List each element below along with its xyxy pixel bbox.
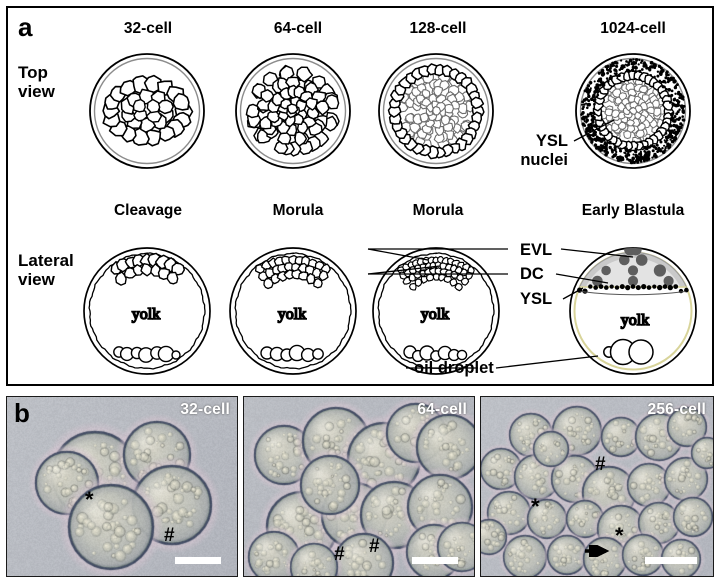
row-label-top-view: Top view [18, 63, 55, 101]
micrograph-64-cell-canvas [244, 397, 474, 576]
label-ysl-nuclei: YSL nuclei [512, 132, 568, 170]
panel-b-letter: b [14, 398, 30, 428]
svg-text:yolk: yolk [132, 306, 160, 323]
svg-text:yolk: yolk [421, 306, 449, 323]
panel-b: b 32-cell * # 64-cell # # 256-cell * # * [6, 396, 714, 577]
panel-a: a Top view Lateral view 32-cell 64-cell … [6, 6, 714, 386]
micrograph-label-64-cell: 64-cell [417, 401, 467, 418]
hash-marker-2-1: # [595, 454, 606, 475]
row-label-lateral-line2: view [18, 270, 55, 289]
label-ysl-nuclei-line2: nuclei [520, 151, 568, 169]
stage-title-cleavage: Cleavage [113, 202, 183, 219]
label-ysl: YSL [520, 290, 553, 308]
panel-a-drawings: yolk yolk yolk yolk [83, 53, 697, 375]
hash-marker-1-1: # [369, 536, 380, 557]
label-ysl-nuclei-line1: YSL [535, 132, 568, 150]
scale-bar-32-cell [175, 557, 221, 564]
stage-title-morula-2: Morula [412, 202, 464, 219]
arrow-marker-256-cell [584, 545, 614, 557]
row-label-top-line2: view [18, 82, 55, 101]
svg-text:yolk: yolk [621, 312, 649, 329]
hash-marker-0-1: # [164, 525, 175, 546]
svg-text:yolk: yolk [278, 306, 306, 323]
micrograph-label-32-cell: 32-cell [180, 401, 230, 418]
asterisk-marker-2-0: * [531, 494, 540, 519]
panel-a-letter: a [18, 12, 33, 42]
label-oil-droplet: oil droplet [414, 359, 494, 377]
stage-title-early-blastula: Early Blastula [581, 202, 685, 219]
scale-bar-64-cell [412, 557, 458, 564]
micrograph-label-256-cell: 256-cell [647, 401, 706, 418]
col-title-128-cell: 128-cell [409, 20, 467, 37]
col-title-64-cell: 64-cell [273, 20, 323, 37]
row-label-top-line1: Top [18, 63, 48, 82]
label-evl: EVL [520, 241, 553, 259]
micrograph-256-cell[interactable]: 256-cell * # * [480, 396, 714, 577]
stage-title-morula-1: Morula [272, 202, 324, 219]
hash-marker-1-0: # [334, 544, 345, 565]
col-title-32-cell: 32-cell [123, 20, 173, 37]
asterisk-marker-2-2: * [615, 523, 624, 548]
asterisk-marker-0-0: * [85, 487, 94, 512]
scale-bar-256-cell [645, 557, 697, 564]
row-label-lateral-line1: Lateral [18, 251, 74, 270]
label-dc: DC [520, 265, 544, 283]
row-label-lateral-view: Lateral view [18, 251, 74, 289]
micrograph-64-cell[interactable]: 64-cell # # [243, 396, 475, 577]
micrograph-32-cell[interactable]: b 32-cell * # [6, 396, 238, 577]
micrograph-32-cell-canvas [7, 397, 237, 576]
col-title-1024-cell: 1024-cell [600, 20, 666, 37]
